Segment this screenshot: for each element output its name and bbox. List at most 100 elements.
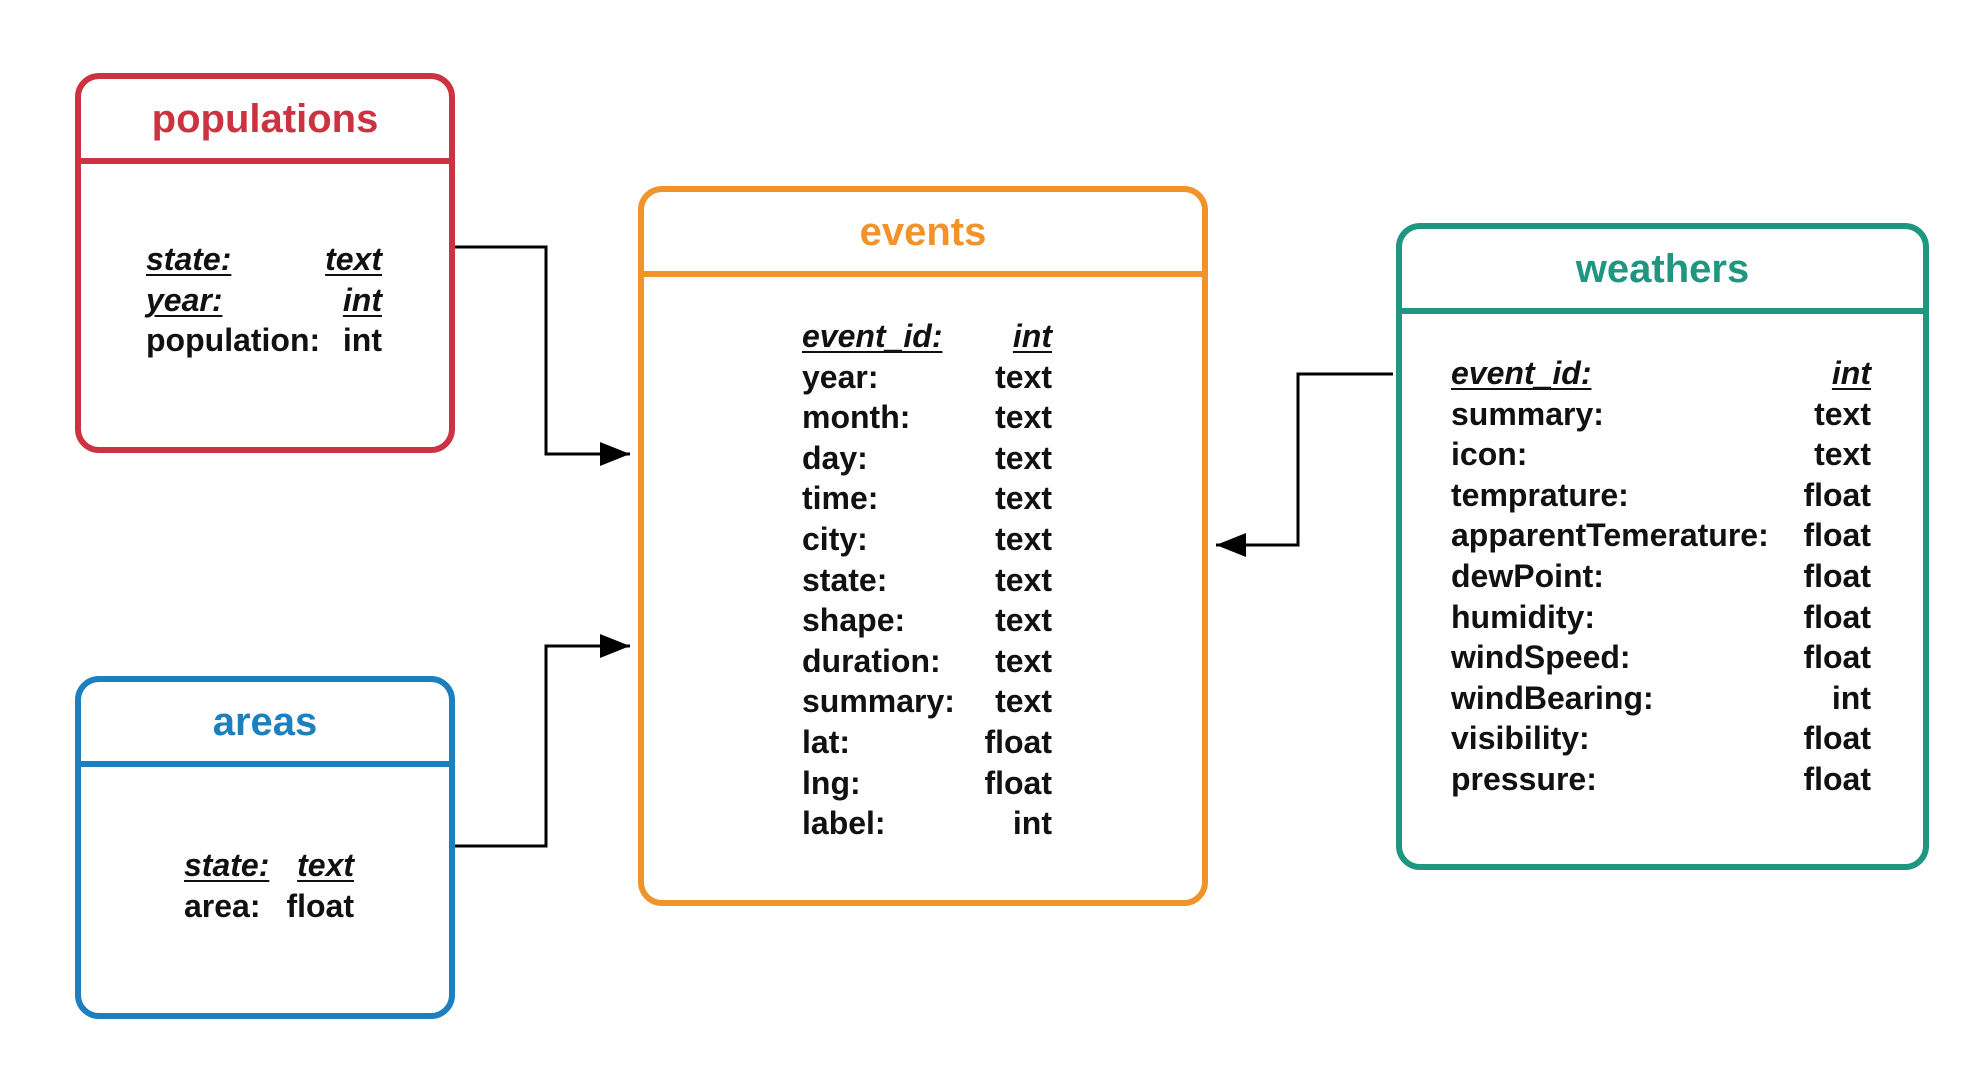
field-type: text bbox=[995, 520, 1052, 557]
connector-populations-events bbox=[455, 245, 630, 466]
field-type: text bbox=[1814, 436, 1871, 473]
field-type: float bbox=[1803, 760, 1871, 797]
field-type: float bbox=[286, 887, 354, 924]
field-name: lng: bbox=[802, 764, 861, 801]
field-type: text bbox=[325, 241, 382, 277]
field-row: lng: float bbox=[802, 763, 1052, 804]
field-type: text bbox=[995, 602, 1052, 639]
field-name: windBearing: bbox=[1451, 679, 1654, 716]
field-name: duration: bbox=[802, 642, 941, 679]
field-row: pressure: float bbox=[1451, 759, 1871, 800]
field-name: apparentTemerature: bbox=[1451, 517, 1769, 554]
field-name: year: bbox=[146, 281, 223, 318]
field-name: shape: bbox=[802, 602, 906, 639]
field-type: text bbox=[995, 642, 1052, 679]
field-row: time: text bbox=[802, 478, 1052, 519]
primary-key-field-row: state: text bbox=[146, 239, 382, 280]
field-type: float bbox=[1803, 720, 1871, 757]
field-type: text bbox=[1814, 395, 1871, 432]
field-type: int bbox=[342, 281, 382, 318]
field-row: month: text bbox=[802, 397, 1052, 438]
field-row: temprature: float bbox=[1451, 475, 1871, 516]
field-row: apparentTemerature: float bbox=[1451, 515, 1871, 556]
entity-populations[interactable]: populations state: text year: int population… bbox=[75, 73, 455, 453]
entity-title-populations: populations bbox=[151, 96, 379, 141]
field-row: icon: text bbox=[1451, 434, 1871, 475]
field-name: windSpeed: bbox=[1451, 639, 1631, 676]
entity-title-weathers: weathers bbox=[1575, 246, 1750, 291]
field-name: state: bbox=[146, 241, 232, 277]
entity-header-areas: areas bbox=[81, 682, 449, 767]
field-row: year: text bbox=[802, 357, 1052, 398]
field-name: year: bbox=[802, 358, 879, 395]
field-type: float bbox=[984, 723, 1052, 760]
field-name: visibility: bbox=[1451, 720, 1590, 757]
field-name: state: bbox=[184, 847, 270, 883]
field-name: day: bbox=[802, 439, 868, 476]
field-row: city: text bbox=[802, 519, 1052, 560]
entity-title-areas: areas bbox=[212, 699, 318, 744]
field-row: windBearing: int bbox=[1451, 678, 1871, 719]
field-type: text bbox=[995, 561, 1052, 598]
field-type: text bbox=[995, 358, 1052, 395]
entity-areas[interactable]: areas state: text area: float bbox=[75, 676, 455, 1019]
field-type: int bbox=[342, 322, 382, 359]
field-type: float bbox=[984, 764, 1052, 801]
field-row: state: text bbox=[802, 560, 1052, 601]
field-name: summary: bbox=[1451, 395, 1604, 432]
field-name: area: bbox=[184, 887, 261, 924]
field-type: float bbox=[1803, 639, 1871, 676]
field-row: lat: float bbox=[802, 722, 1052, 763]
field-name: lat: bbox=[802, 723, 850, 760]
field-name: event_id: bbox=[1451, 355, 1592, 391]
entity-title-events: events bbox=[859, 209, 987, 254]
field-row: summary:text bbox=[802, 681, 1052, 722]
field-type: int bbox=[1831, 679, 1871, 716]
field-row: area: float bbox=[184, 886, 354, 927]
entity-header-weathers: weathers bbox=[1402, 229, 1923, 314]
field-list-areas: state: text area: float bbox=[184, 845, 354, 926]
field-type: int bbox=[1012, 318, 1052, 354]
field-type: int bbox=[1012, 805, 1052, 842]
field-type: float bbox=[1803, 557, 1871, 594]
field-name: icon: bbox=[1451, 436, 1528, 473]
primary-key-field-row: event_id: int bbox=[802, 316, 1052, 357]
field-name: event_id: bbox=[802, 318, 943, 354]
field-name: pressure: bbox=[1451, 760, 1597, 797]
entity-header-events: events bbox=[644, 192, 1202, 277]
field-type: text bbox=[297, 847, 354, 883]
field-name: humidity: bbox=[1451, 598, 1595, 635]
field-row: windSpeed: float bbox=[1451, 637, 1871, 678]
field-row: shape: text bbox=[802, 600, 1052, 641]
field-row: duration: text bbox=[802, 641, 1052, 682]
field-name: state: bbox=[802, 561, 888, 598]
field-name: time: bbox=[802, 480, 879, 517]
connector-weathers-events bbox=[1216, 372, 1393, 557]
field-type: float bbox=[1803, 517, 1871, 554]
field-row: dewPoint: float bbox=[1451, 556, 1871, 597]
field-name: temprature: bbox=[1451, 476, 1629, 513]
primary-key-field-row: year: int bbox=[146, 280, 382, 321]
field-type: float bbox=[1803, 476, 1871, 513]
field-name: label: bbox=[802, 805, 886, 842]
field-type: text bbox=[995, 399, 1052, 436]
field-name: population: bbox=[146, 322, 321, 359]
field-name: city: bbox=[802, 520, 868, 557]
field-row: visibility: float bbox=[1451, 718, 1871, 759]
primary-key-field-row: event_id: int bbox=[1451, 353, 1871, 394]
field-name: dewPoint: bbox=[1451, 557, 1604, 594]
field-type: text bbox=[995, 480, 1052, 517]
field-name: month: bbox=[802, 399, 911, 436]
field-row: humidity:float bbox=[1451, 597, 1871, 638]
field-type: text bbox=[995, 439, 1052, 476]
field-type: int bbox=[1831, 355, 1871, 391]
field-name: summary: bbox=[802, 683, 955, 720]
field-list-populations: state: text year: int population: int bbox=[146, 239, 382, 361]
connector-areas-events bbox=[455, 634, 630, 848]
primary-key-field-row: state: text bbox=[184, 845, 354, 886]
